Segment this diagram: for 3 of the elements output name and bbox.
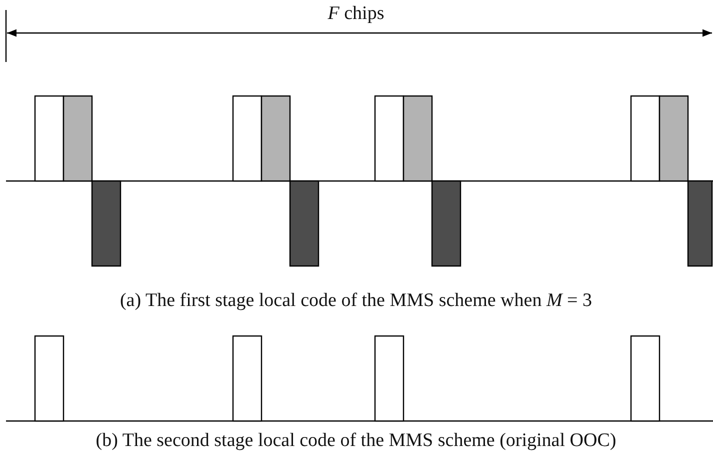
figure-caption: (a) The first stage local code of the MMS scheme when M = 3 xyxy=(120,290,592,312)
figure-caption: (b) The second stage local code of the MMS scheme (original OOC) xyxy=(96,430,616,452)
dimension-label: F chips xyxy=(328,3,384,25)
